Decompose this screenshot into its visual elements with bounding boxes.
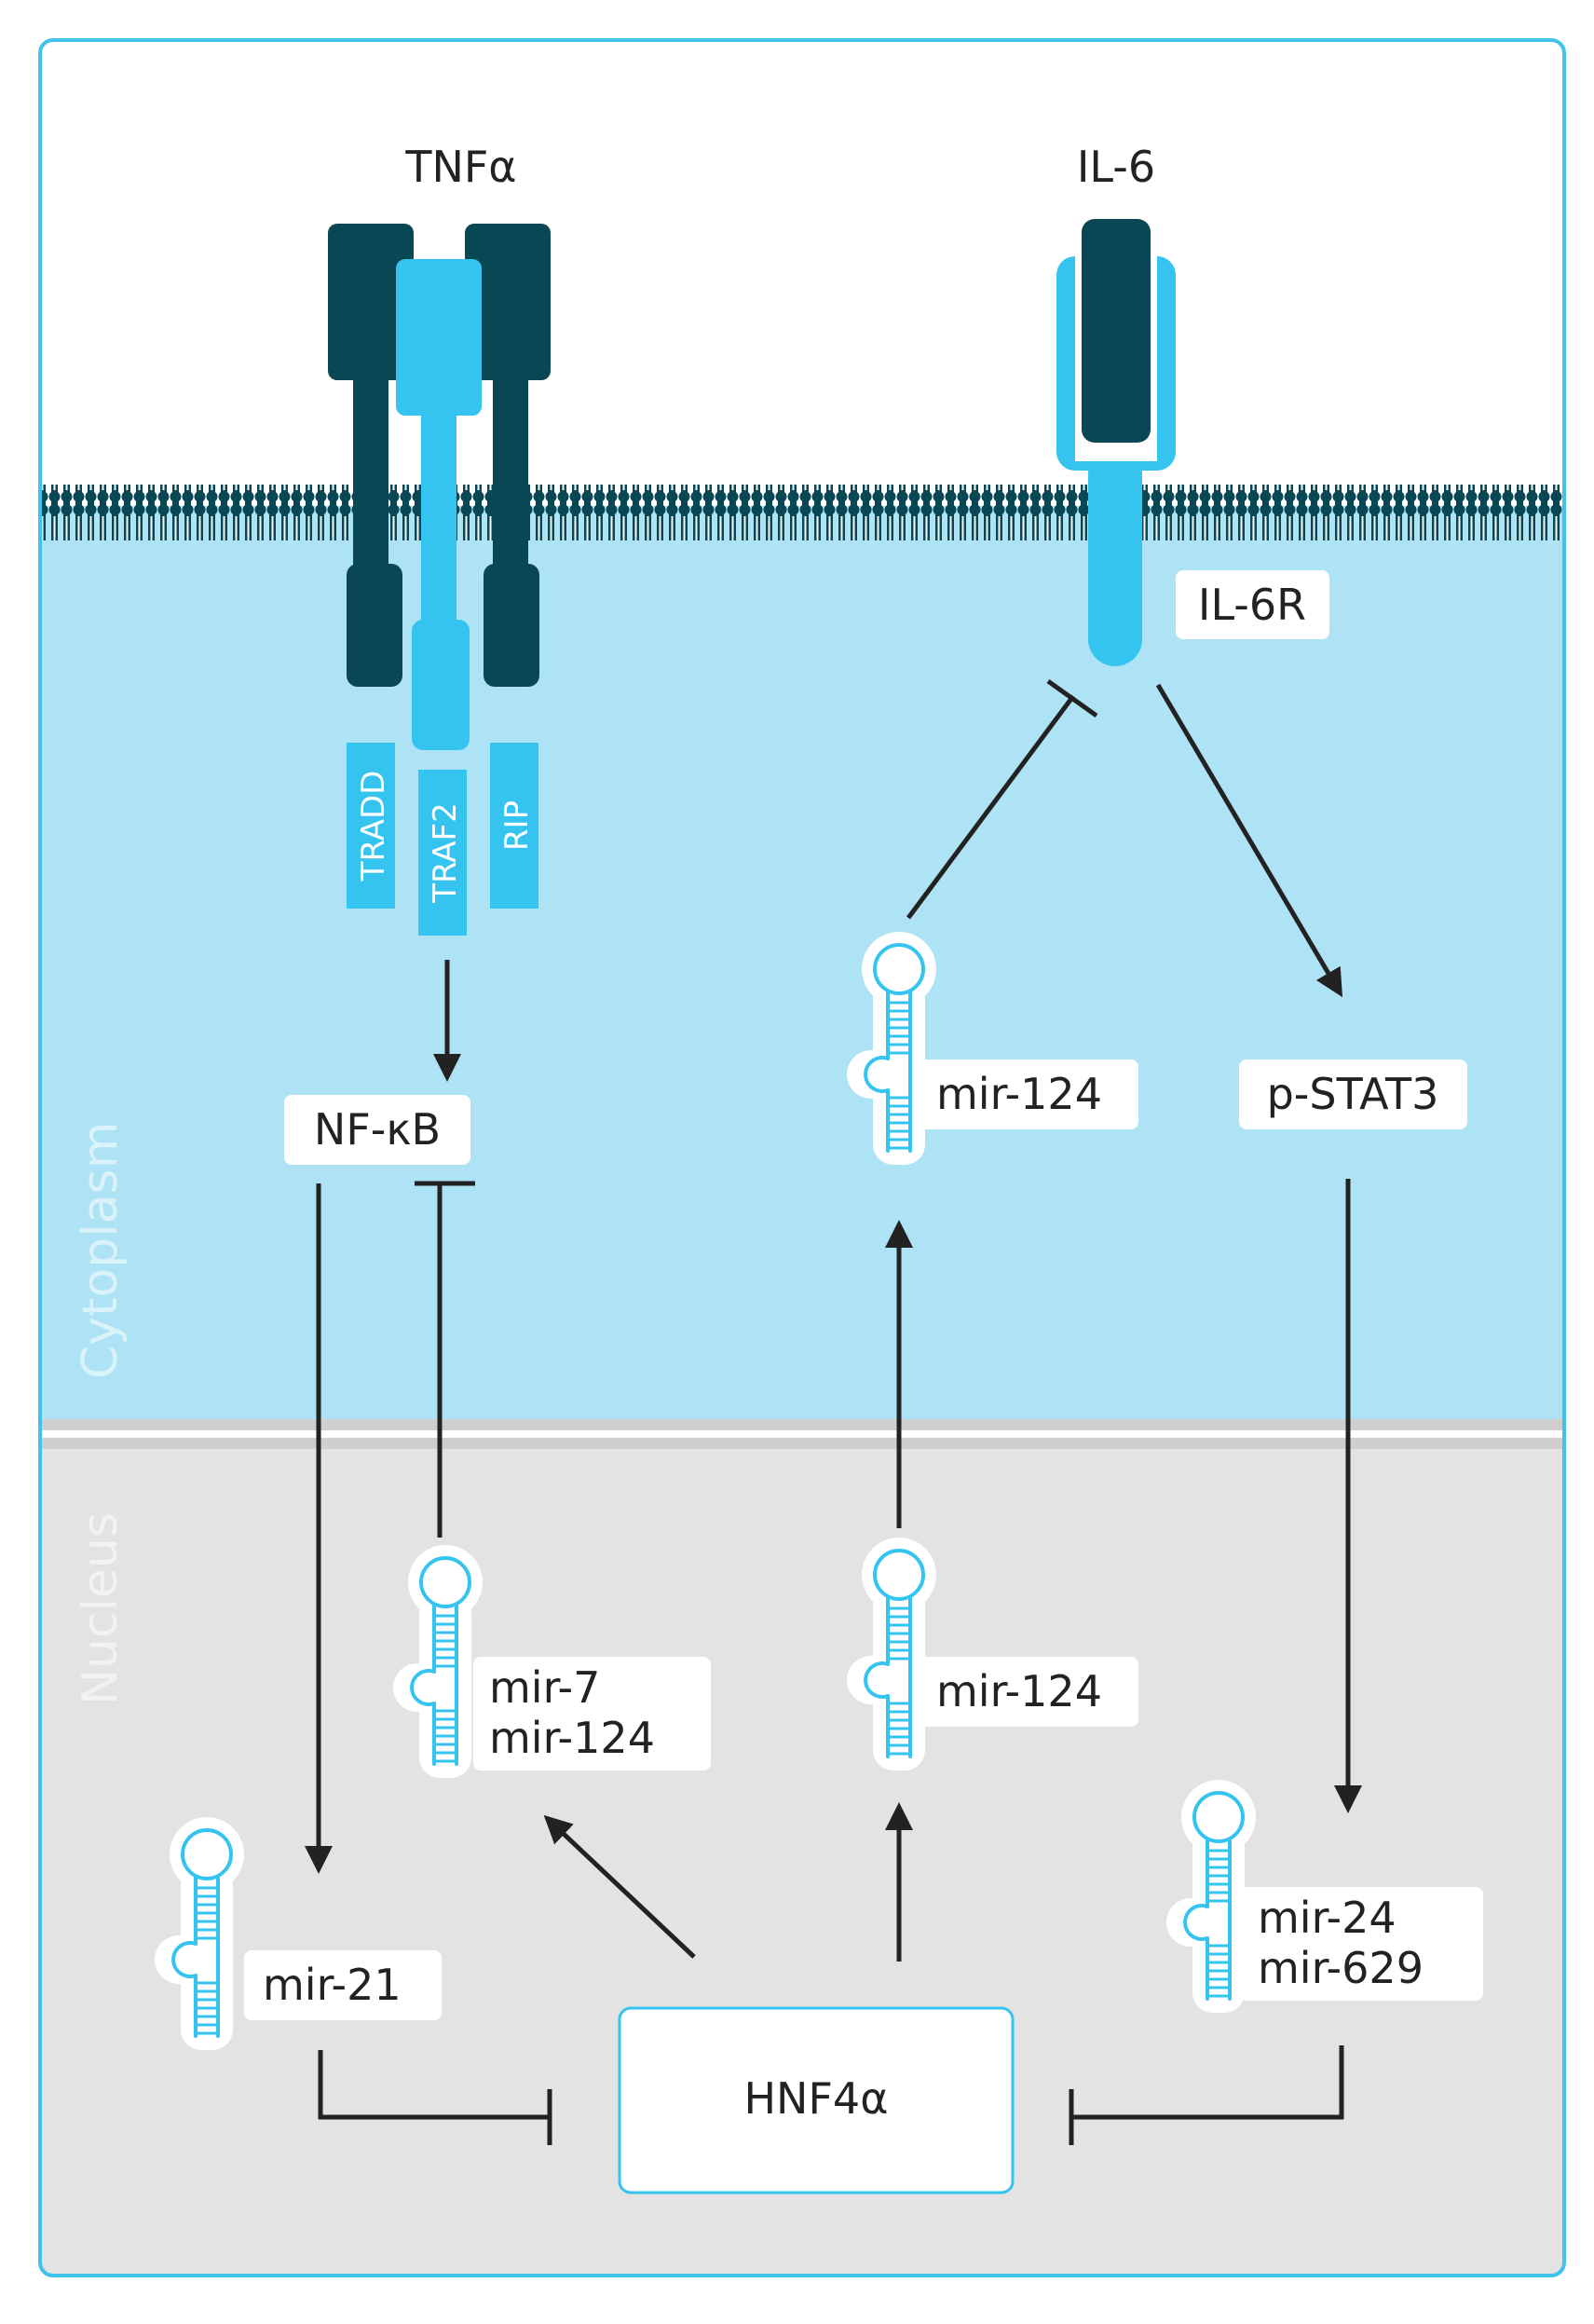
pstat3-box [1239,1059,1467,1129]
mir24-629-box [1239,1887,1483,2001]
mir7-124-hairpin [393,1545,483,1778]
mir124-cyto-hairpin [847,932,936,1165]
mir7-124-box [473,1657,711,1770]
il6-ligand [1082,219,1151,443]
tnfr-dark-left-intracellular [347,564,402,687]
il6r-stalk [1088,447,1142,666]
mir124-b-label: mir-124 [489,1713,655,1763]
tnf-alpha-label: TNFα [404,142,516,192]
tnfr-dark-left-extracellular [328,224,414,380]
tnf-receptor: TNFα TRADD TRAF2 RIP [328,142,551,936]
mirna-hairpins [155,932,1256,2050]
mir21-hairpin [155,1817,244,2050]
mir124-nuc-box [918,1657,1138,1727]
edges [305,678,1362,2145]
il6-label: IL-6 [1077,142,1155,192]
il6-receptor: IL-6 IL-6R [1056,142,1329,666]
rip-label: RIP [498,800,536,851]
cell-membrane [40,485,1564,540]
tradd-box [347,743,395,909]
traf2-label: TRAF2 [427,802,464,903]
mir7-label: mir-7 [489,1662,600,1713]
nuclear-envelope-inner [40,1438,1564,1449]
mir629-label: mir-629 [1258,1943,1424,1993]
mir21-box [244,1950,442,2020]
tnfr-dark-right-stalk [493,373,528,587]
mir124-inhibits-il6r-bar [1046,678,1098,718]
extracellular-space [40,40,1564,506]
mir21-inhibits-hnf4a [318,2050,550,2120]
mir24-label: mir-24 [1258,1893,1396,1943]
traf2-box [418,770,467,936]
mir24-629-inhibits-hnf4a [1071,2045,1344,2120]
tnfr-dark-right-intracellular [484,564,539,687]
nfkb-box [284,1095,470,1165]
cytoplasm-label: Cytoplasm [73,1122,129,1379]
tradd-label: TRADD [355,771,392,882]
nuclear-envelope-gap [40,1430,1564,1438]
mir124-nuc-label: mir-124 [936,1666,1102,1716]
tnfr-light-extracellular [396,259,482,416]
nucleus-label: Nucleus [73,1512,129,1705]
tnfr-light-intracellular [412,620,470,750]
mir124-inhibits-il6r [906,694,1076,920]
il6r-to-pstat3-arrow [1155,683,1343,998]
frame [38,38,1566,2277]
tnfr-dark-left-stalk [353,373,388,587]
cytoplasm-region [40,506,1564,1419]
rip-box [490,743,538,909]
tnfr-light-stalk [421,410,456,634]
pstat3-label: p-STAT3 [1267,1069,1439,1119]
mir24-629-hairpin [1166,1780,1256,2013]
tnfr-dark-right-extracellular [465,224,551,380]
hnf4a-box [618,2006,1015,2194]
hnf4a-label: HNF4α [743,2073,888,2124]
hnf4a-to-mir7-124-arrow [543,1814,696,1959]
mir21-label: mir-21 [263,1960,402,2010]
nuclear-envelope-outer [40,1419,1564,1430]
mir124-cyto-box [918,1059,1138,1129]
il6r-label: IL-6R [1198,580,1306,630]
nfkb-label: NF-κB [314,1104,441,1155]
mir124-nuc-hairpin [847,1538,936,1770]
mir124-cyto-label: mir-124 [936,1069,1102,1119]
il6r-label-box [1176,570,1329,639]
